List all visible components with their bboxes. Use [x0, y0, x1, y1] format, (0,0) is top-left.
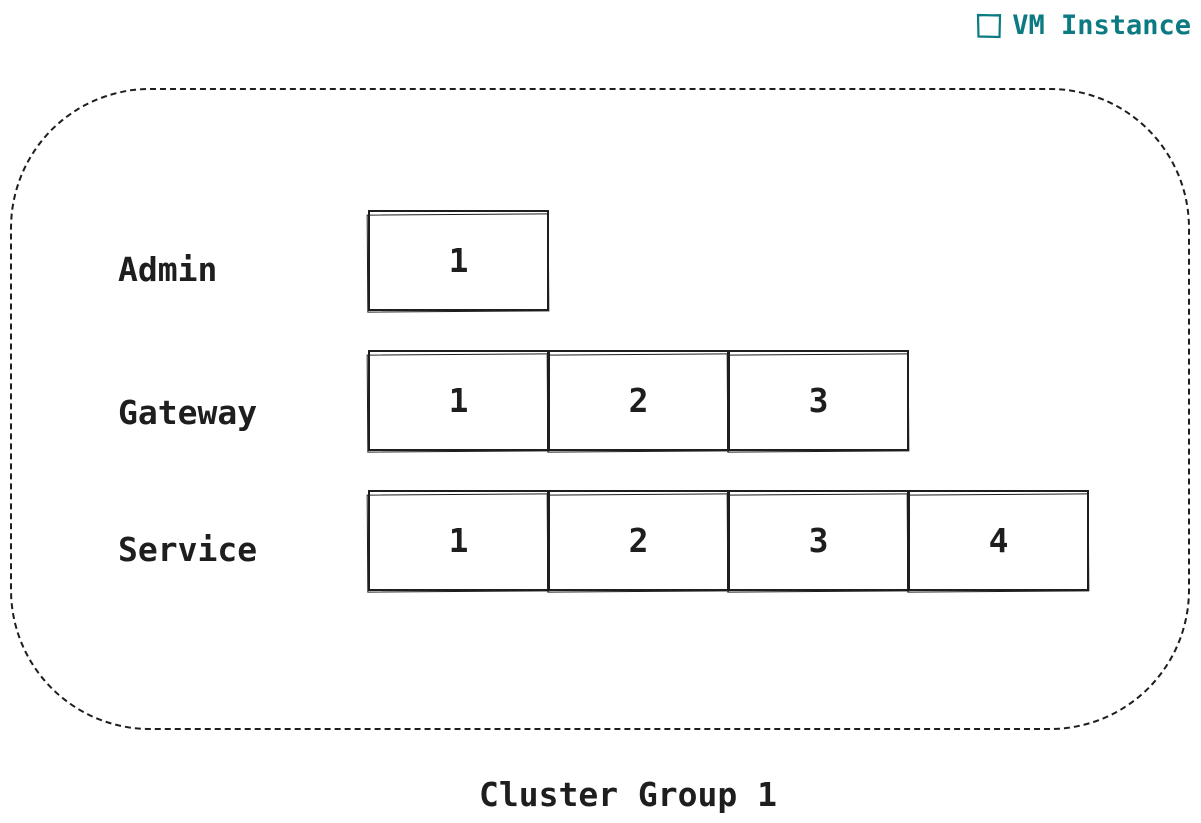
vm-instance-box: 4 — [908, 490, 1089, 591]
cluster-title: Cluster Group 1 — [478, 775, 777, 814]
square-outline-icon — [977, 13, 1002, 38]
vm-instance-box: 2 — [548, 490, 729, 591]
vm-instance-box: 3 — [728, 490, 909, 591]
legend: VM Instance — [976, 10, 1191, 41]
vm-row-gateway: 1 2 3 — [368, 350, 909, 451]
vm-instance-box: 1 — [368, 210, 549, 311]
vm-row-service: 1 2 3 4 — [368, 490, 1089, 591]
row-label-admin: Admin — [118, 250, 218, 289]
vm-instance-box: 3 — [728, 350, 909, 451]
row-label-gateway: Gateway — [118, 393, 258, 432]
vm-instance-box: 1 — [368, 350, 549, 451]
row-label-service: Service — [118, 530, 258, 569]
legend-label: VM Instance — [1012, 10, 1191, 41]
vm-row-admin: 1 — [368, 210, 549, 311]
vm-instance-box: 1 — [368, 490, 549, 591]
vm-instance-box: 2 — [548, 350, 729, 451]
cluster-boundary — [10, 88, 1190, 730]
